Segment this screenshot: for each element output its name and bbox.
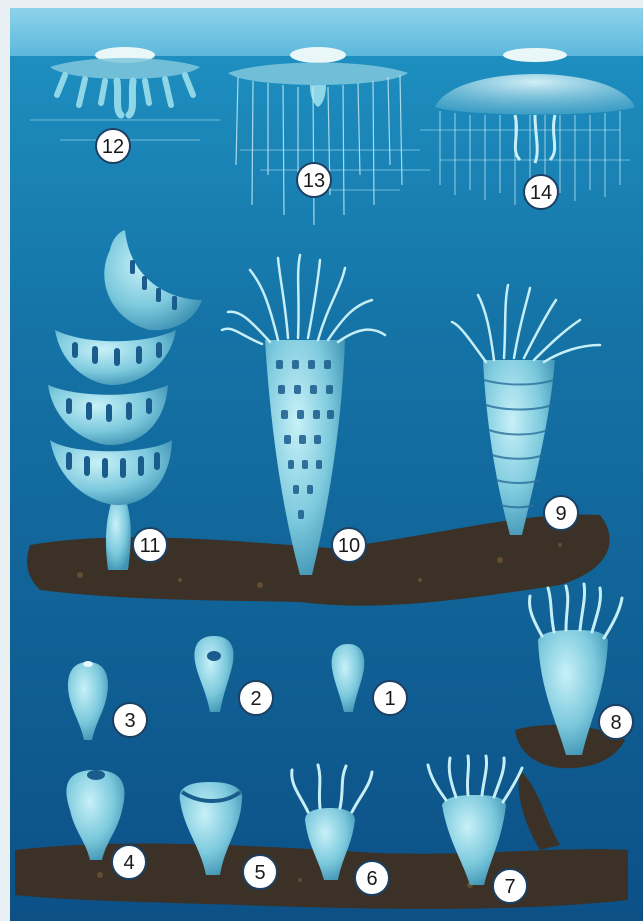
- stage-label-3-text: 3: [124, 710, 135, 732]
- stage-label-12-text: 12: [102, 136, 124, 158]
- stage-label-8-text: 8: [610, 712, 621, 734]
- stage-label-2-text: 2: [250, 688, 261, 710]
- stage-label-14-text: 14: [530, 182, 552, 204]
- stage-label-5-text: 5: [254, 862, 265, 884]
- stage-label-13-text: 13: [303, 170, 325, 192]
- stage-label-6-text: 6: [366, 868, 377, 890]
- stage-label-11-text: 11: [140, 535, 161, 557]
- stage-label-4-text: 4: [123, 852, 134, 874]
- stage-label-7-text: 7: [504, 876, 515, 898]
- stage-label-10-text: 10: [338, 535, 360, 557]
- stage-label-1-text: 1: [384, 688, 395, 710]
- stage-label-9-text: 9: [555, 503, 566, 525]
